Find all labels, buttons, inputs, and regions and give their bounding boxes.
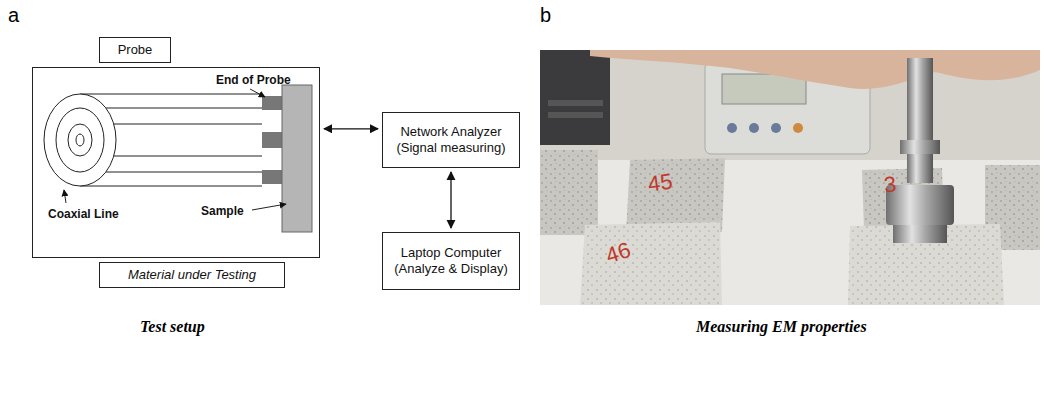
panel-caption: Measuring EM properties	[696, 318, 867, 336]
computer-box: Laptop Computer (Analyze & Display)	[382, 232, 520, 290]
instrument-box: Network Analyzer (Signal measuring)	[382, 112, 520, 168]
caption-box: Material under Testing	[99, 262, 285, 288]
sample-number: 3	[883, 171, 898, 198]
double-arrow	[450, 172, 451, 228]
probe-frame: End of ProbeSample Coaxial Line	[32, 67, 320, 258]
panel-letter: b	[540, 4, 551, 27]
node-text: Sample	[201, 204, 244, 218]
panel-letter: a	[8, 4, 19, 27]
node-text: Probe	[118, 42, 153, 58]
node-text: Coaxial Line	[48, 207, 119, 221]
double-arrow	[324, 128, 378, 129]
node-text: Laptop Computer (Analyze & Display)	[391, 245, 511, 278]
node-text: Network Analyzer (Signal measuring)	[391, 124, 511, 157]
node-text: End of Probe	[216, 73, 291, 87]
photo	[540, 50, 1040, 305]
title-box: Probe	[99, 37, 171, 63]
sample-number: 45	[646, 168, 674, 197]
panel-caption: Test setup	[140, 318, 205, 336]
probe-drawing	[44, 85, 312, 232]
node-text: Material under Testing	[128, 267, 256, 283]
